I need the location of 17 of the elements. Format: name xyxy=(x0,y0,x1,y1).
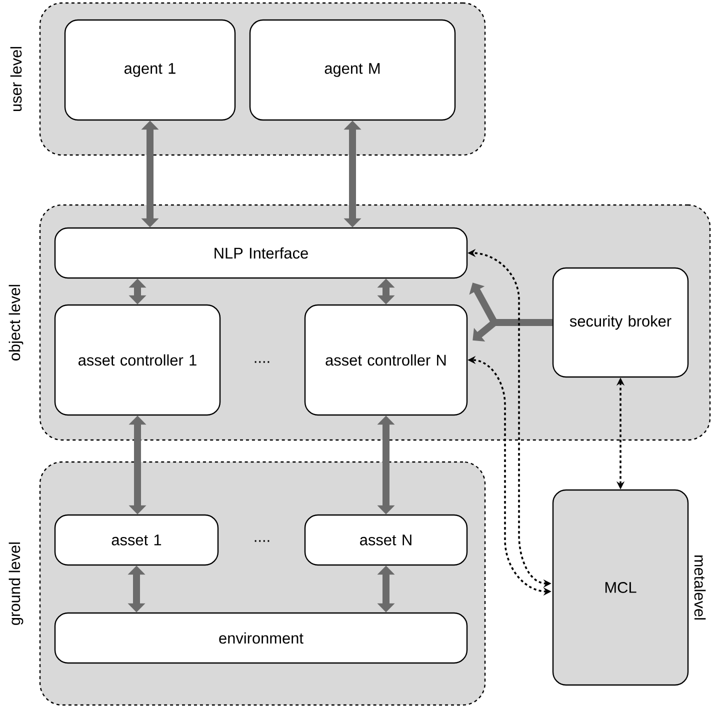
process-box: asset controller N xyxy=(304,304,468,416)
process-box: security broker xyxy=(552,267,689,378)
level-label: user level xyxy=(10,47,22,112)
level-label: object level xyxy=(8,284,24,360)
process-box: agent 1 xyxy=(64,19,236,121)
process-box: asset controller 1 xyxy=(54,304,221,416)
process-box: agent M xyxy=(249,19,456,121)
process-box: NLP Interface xyxy=(54,227,468,279)
ellipsis-label: .... xyxy=(254,361,270,363)
level-label: metalevel xyxy=(694,555,706,620)
process-box: environment xyxy=(54,612,468,664)
level-label: ground level xyxy=(8,542,24,625)
process-box: asset 1 xyxy=(54,514,219,566)
process-box: MCL xyxy=(552,489,689,686)
arrow xyxy=(472,319,552,342)
process-box: asset N xyxy=(304,514,468,566)
ellipsis-label: .... xyxy=(254,540,270,542)
